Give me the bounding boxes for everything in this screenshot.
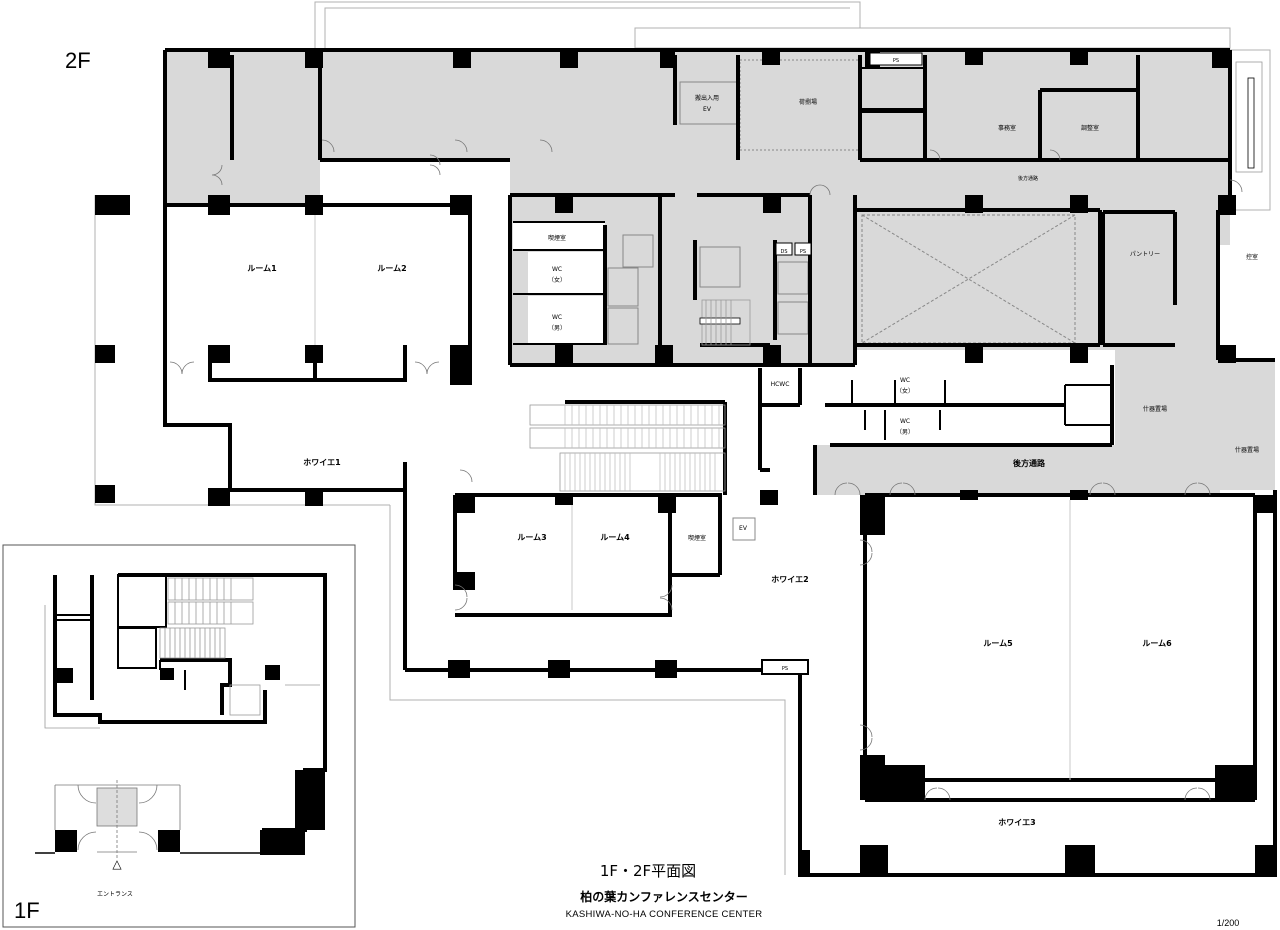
label-ps-top: PS <box>893 58 899 64</box>
facility-name-en: KASHIWA-NO-HA CONFERENCE CENTER <box>566 909 763 920</box>
label-back-corridor-lower: 後方通路 <box>1013 458 1046 468</box>
label-foyer3: ホワイエ3 <box>998 818 1036 827</box>
label-hcwc: HCWC <box>771 381 790 388</box>
label-ds: DS <box>780 249 787 255</box>
service-areas <box>165 50 1275 495</box>
core-white-rooms <box>513 222 1272 445</box>
facility-name-jp: 柏の葉カンファレンスセンター <box>580 889 747 904</box>
label-wc-men-upper-2: （男） <box>548 325 566 332</box>
inset-entrance <box>35 780 260 858</box>
entrance-marker-icon: △ <box>112 857 122 871</box>
label-smoking-room-lower: 喫煙室 <box>688 534 706 542</box>
label-ps-core: PS <box>800 249 806 255</box>
escalators <box>529 404 726 492</box>
drawing-scale: 1/200 <box>1217 918 1240 928</box>
label-ev: EV <box>739 525 748 532</box>
floor-label-1f: 1F <box>14 898 40 923</box>
label-room2: ルーム2 <box>377 264 406 273</box>
label-equipment-storage-1: 什器置場 <box>1143 405 1167 413</box>
label-room5: ルーム5 <box>983 639 1013 648</box>
label-freight-ev-2: EV <box>703 106 712 113</box>
right-stair <box>1235 61 1263 173</box>
label-room6: ルーム6 <box>1142 639 1172 648</box>
label-wc-women-upper-2: （女） <box>548 276 566 284</box>
label-wc-women-upper: WC <box>552 266 562 273</box>
label-foyer2: ホワイエ2 <box>771 575 809 584</box>
ps-boxes <box>775 52 923 256</box>
label-loading-area: 荷捌場 <box>799 98 817 106</box>
core-stair <box>699 299 751 346</box>
drawing-title: 1F・2F平面図 <box>600 862 696 880</box>
label-waiting-room: 控室 <box>1246 253 1258 261</box>
label-entrance: エントランス <box>97 891 133 898</box>
label-equipment-storage-2: 什器置場 <box>1235 446 1259 454</box>
label-room3: ルーム3 <box>517 533 546 542</box>
label-smoking-room-upper: 喫煙室 <box>548 234 566 242</box>
inset-escalators <box>44 577 320 729</box>
floor-label-2f: 2F <box>65 48 91 73</box>
label-back-corridor-upper: 後方通路 <box>1018 175 1038 182</box>
inset-columns <box>55 665 325 855</box>
room-dividers <box>314 215 1071 780</box>
label-foyer1: ホワイエ1 <box>303 458 341 467</box>
floor-plan-1f-inset <box>2 544 356 928</box>
label-wc-men-lower-2: （男） <box>896 429 914 436</box>
label-ps-foyer: PS <box>782 666 788 672</box>
wall-openings <box>873 520 1270 791</box>
label-wc-women-lower: WC <box>900 377 910 384</box>
label-coordination-room: 調整室 <box>1081 124 1099 132</box>
label-wc-men-upper: WC <box>552 314 562 321</box>
label-wc-women-lower-2: （女） <box>896 387 914 395</box>
labels: 2F 1F 搬出入用 EV 荷捌場 事務室 調整室 後方通路 PS 喫煙室 WC… <box>14 48 1259 928</box>
doors <box>169 139 1243 801</box>
label-freight-ev: 搬出入用 <box>695 94 719 102</box>
label-pantry: パントリー <box>1130 251 1160 258</box>
inset-frame <box>2 544 356 928</box>
label-wc-men-lower: WC <box>900 418 910 425</box>
floor-plan-2f <box>94 1 1277 877</box>
label-room1: ルーム1 <box>247 264 277 273</box>
label-room4: ルーム4 <box>600 533 630 542</box>
label-office: 事務室 <box>998 124 1016 132</box>
